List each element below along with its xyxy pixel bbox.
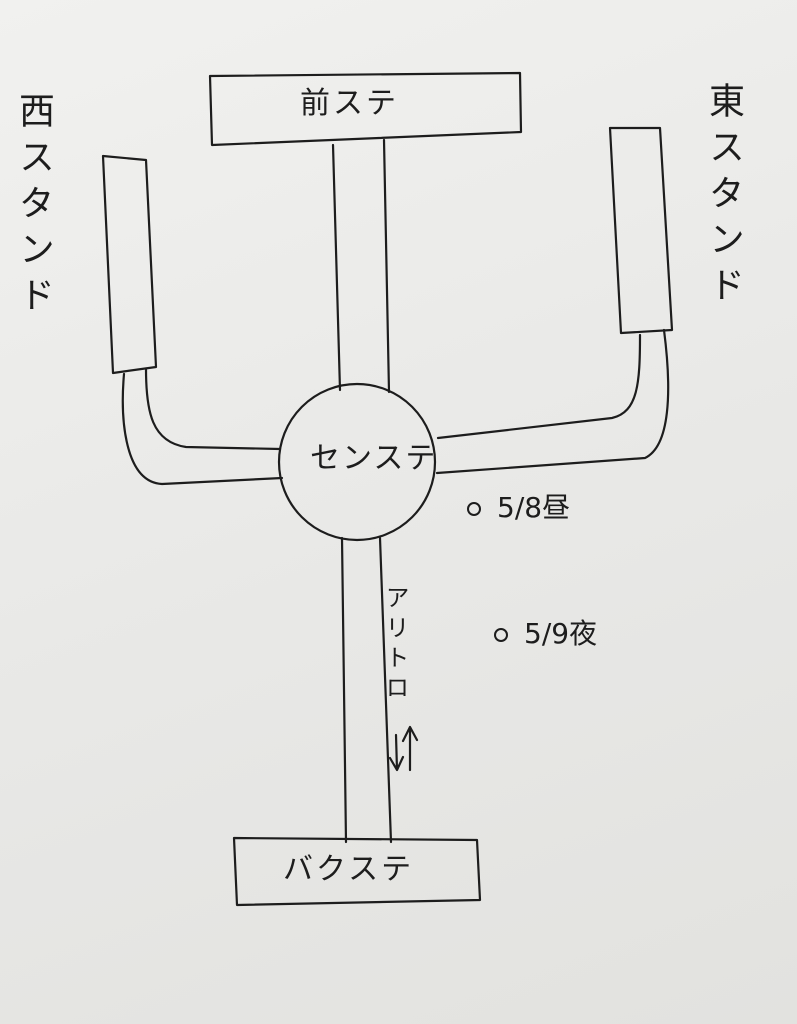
back-stage-label: バクステ [283, 852, 415, 887]
back-walkway-right-edge [378, 536, 393, 844]
date-note-1-text: 5/8昼 [497, 491, 571, 524]
trolley-label: アリトロ [381, 585, 409, 705]
back-stage-box [232, 836, 482, 907]
west-stand-box [101, 154, 158, 375]
down-arrow-icon [388, 733, 405, 772]
date-note-2-text: 5/9夜 [524, 617, 598, 650]
west-walkway-outer-edge [121, 372, 284, 486]
front-stage-box [208, 71, 523, 147]
west-stand-label: 西スタンド [13, 92, 54, 322]
east-walkway-outer-edge [435, 328, 670, 475]
front-walkway-left-edge [331, 143, 342, 392]
date-note-2: 5/9夜 [494, 620, 597, 648]
up-arrow-icon [401, 725, 419, 772]
east-stand-label: 東スタンド [703, 82, 744, 312]
east-stand-box [608, 126, 674, 335]
date-note-1: 5/8昼 [467, 494, 570, 522]
front-stage-label: 前ステ [300, 86, 399, 121]
back-walkway-left-edge [340, 536, 348, 844]
center-stage-label: センステ [310, 441, 438, 476]
bullet-circle-icon [467, 502, 481, 516]
front-walkway-right-edge [382, 138, 391, 394]
east-walkway-inner-edge [436, 333, 642, 440]
bullet-circle-icon [494, 628, 508, 642]
west-walkway-inner-edge [144, 367, 282, 451]
center-stage-circle [277, 382, 437, 542]
